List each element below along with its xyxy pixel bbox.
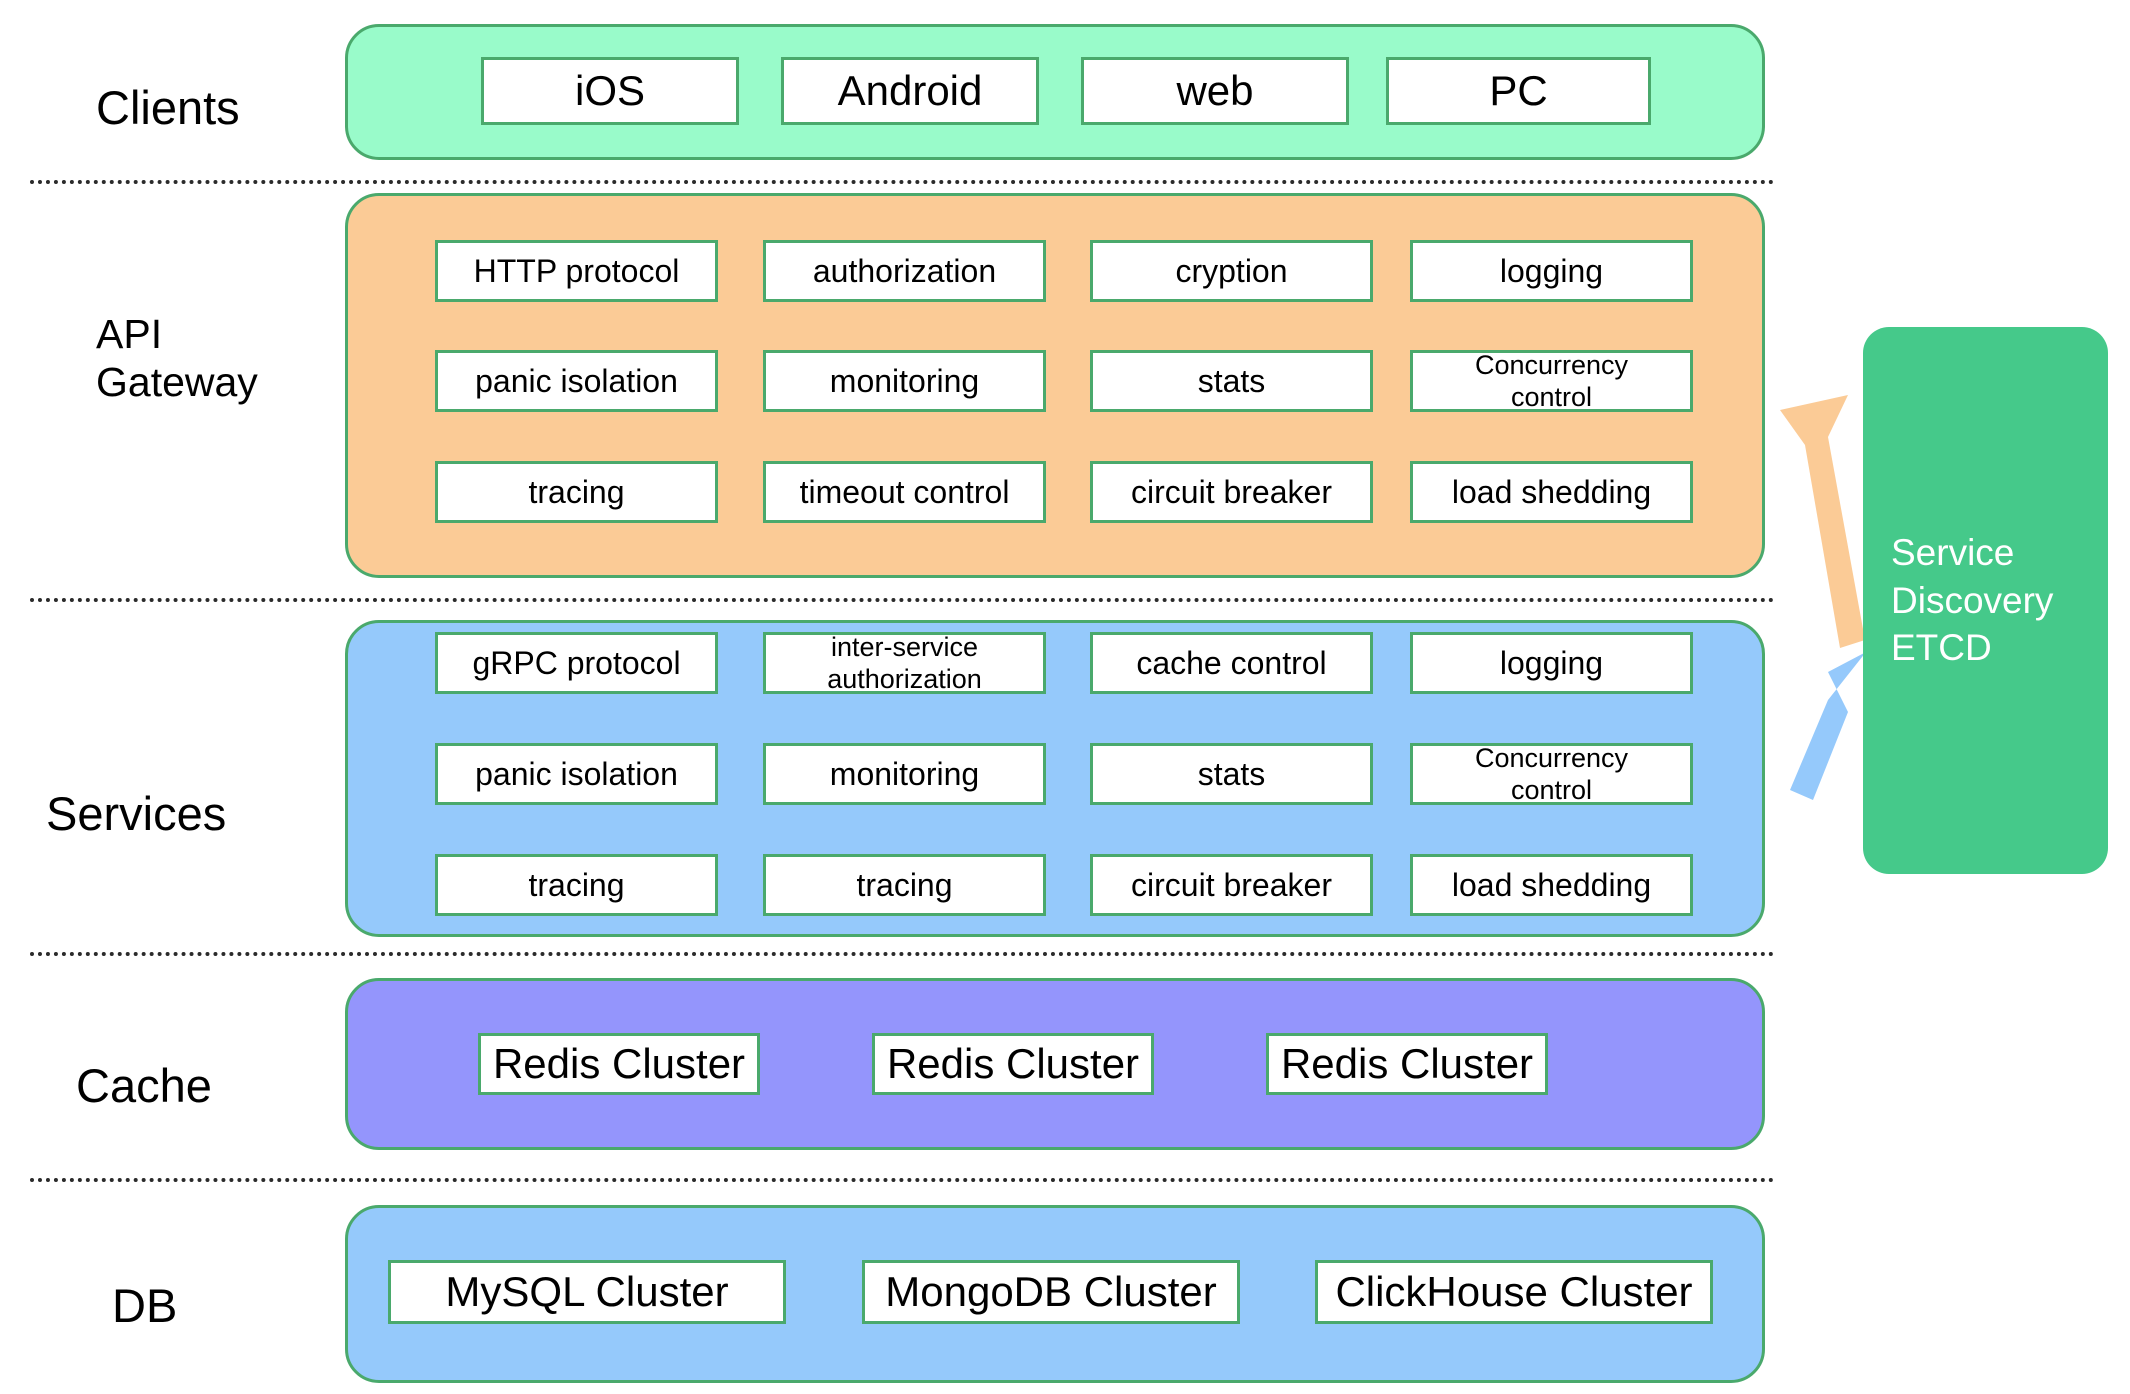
cell-gateway-load-shedding[interactable]: load shedding (1410, 461, 1693, 523)
cell-clients-pc[interactable]: PC (1386, 57, 1651, 125)
cell-gateway-panic-isolation[interactable]: panic isolation (435, 350, 718, 412)
service-discovery-label: Service Discovery ETCD (1891, 532, 2054, 669)
cell-gateway-monitoring[interactable]: monitoring (763, 350, 1046, 412)
row-label-cache: Cache (76, 1059, 212, 1112)
cell-gateway-timeout-control[interactable]: timeout control (763, 461, 1046, 523)
divider-services-cache (30, 952, 1775, 956)
cell-db-mongodb-cluster[interactable]: MongoDB Cluster (862, 1260, 1240, 1324)
cell-cache-redis-cluster-3[interactable]: Redis Cluster (1266, 1033, 1548, 1095)
cell-cache-redis-cluster-1[interactable]: Redis Cluster (478, 1033, 760, 1095)
cell-gateway-cryption[interactable]: cryption (1090, 240, 1373, 302)
divider-cache-db (30, 1178, 1775, 1182)
cell-db-mysql-cluster[interactable]: MySQL Cluster (388, 1260, 786, 1324)
cell-services-circuit-breaker[interactable]: circuit breaker (1090, 854, 1373, 916)
cell-services-stats[interactable]: stats (1090, 743, 1373, 805)
cell-cache-redis-cluster-2[interactable]: Redis Cluster (872, 1033, 1154, 1095)
cell-services-inter-service-authorization[interactable]: inter-service authorization (763, 632, 1046, 694)
cell-gateway-concurrency-control[interactable]: Concurrency control (1410, 350, 1693, 412)
cell-services-load-shedding[interactable]: load shedding (1410, 854, 1693, 916)
divider-gateway-services (30, 598, 1775, 602)
divider-clients-gateway (30, 180, 1775, 184)
row-label-api-gateway: API Gateway (96, 311, 258, 406)
cell-services-cache-control[interactable]: cache control (1090, 632, 1373, 694)
cell-clients-android[interactable]: Android (781, 57, 1039, 125)
cell-gateway-tracing[interactable]: tracing (435, 461, 718, 523)
arrow-gateway-to-service-discovery (1780, 395, 1865, 648)
cell-gateway-circuit-breaker[interactable]: circuit breaker (1090, 461, 1373, 523)
cell-services-tracing-2[interactable]: tracing (763, 854, 1046, 916)
cell-services-panic-isolation[interactable]: panic isolation (435, 743, 718, 805)
arrow-services-to-service-discovery (1790, 652, 1866, 800)
cell-services-logging[interactable]: logging (1410, 632, 1693, 694)
cell-services-concurrency-control[interactable]: Concurrency control (1410, 743, 1693, 805)
cell-gateway-stats[interactable]: stats (1090, 350, 1373, 412)
cell-gateway-authorization[interactable]: authorization (763, 240, 1046, 302)
cell-services-monitoring[interactable]: monitoring (763, 743, 1046, 805)
cell-services-grpc-protocol[interactable]: gRPC protocol (435, 632, 718, 694)
row-label-clients: Clients (96, 81, 240, 134)
cell-clients-web[interactable]: web (1081, 57, 1349, 125)
cell-db-clickhouse-cluster[interactable]: ClickHouse Cluster (1315, 1260, 1713, 1324)
cell-clients-ios[interactable]: iOS (481, 57, 739, 125)
cell-gateway-logging[interactable]: logging (1410, 240, 1693, 302)
service-discovery-etcd-box[interactable]: Service Discovery ETCD (1863, 327, 2108, 874)
row-label-services: Services (46, 787, 227, 840)
cell-services-tracing-1[interactable]: tracing (435, 854, 718, 916)
cell-gateway-http-protocol[interactable]: HTTP protocol (435, 240, 718, 302)
row-label-db: DB (112, 1279, 178, 1332)
